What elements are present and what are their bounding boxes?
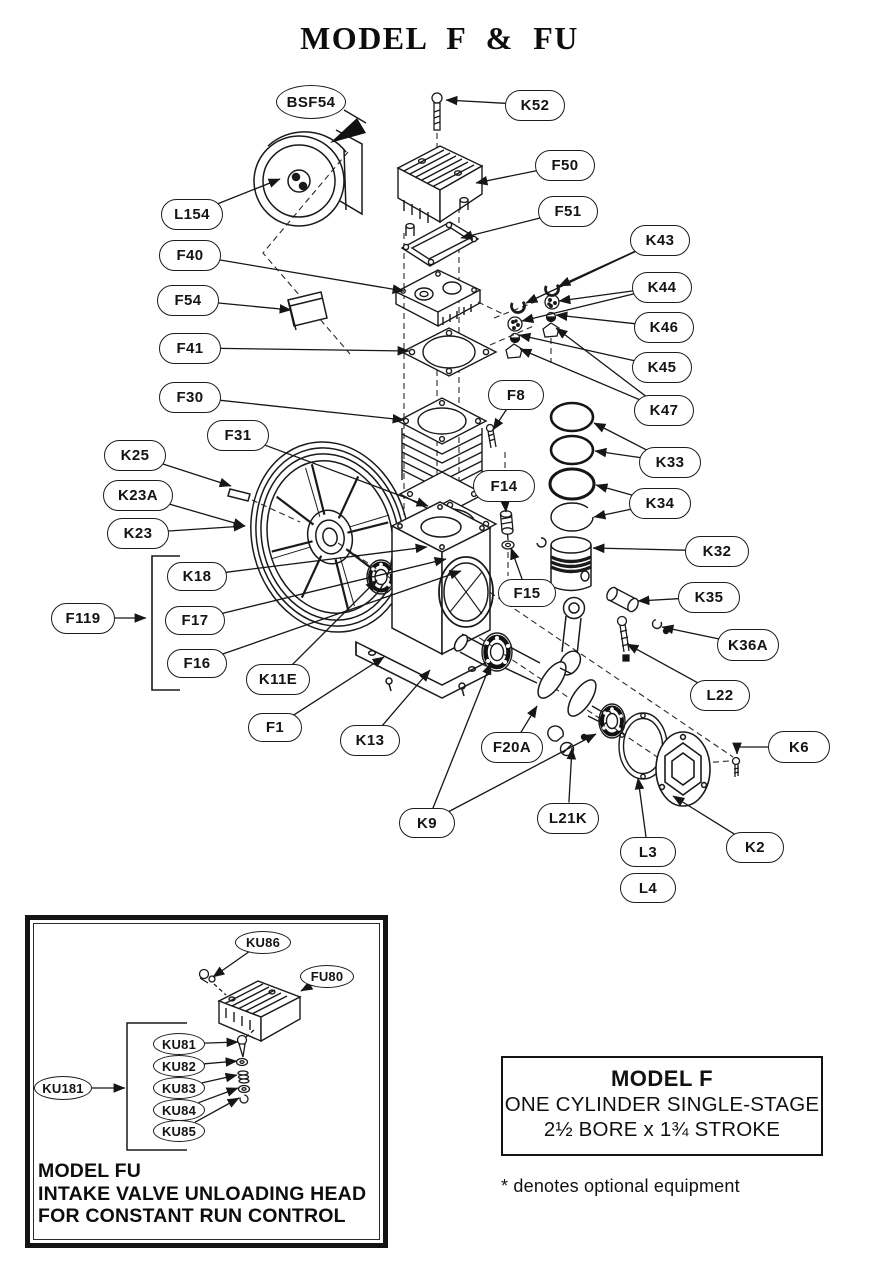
washer-k36a bbox=[651, 618, 670, 635]
valve-plate-f40 bbox=[394, 269, 482, 328]
cylinder-head-f50 bbox=[396, 145, 484, 236]
f119-bracket bbox=[151, 555, 180, 691]
model-f-spec-box: MODEL F ONE CYLINDER SINGLE-STAGE 2½ BOR… bbox=[501, 1056, 823, 1156]
optional-equipment-note: * denotes optional equipment bbox=[501, 1176, 740, 1196]
k6-leader bbox=[732, 742, 768, 755]
model-f-line2: 2½ BORE x 1¾ STROKE bbox=[543, 1118, 781, 1141]
model-f-title: MODEL F bbox=[610, 1066, 714, 1091]
flywheel-key-k25 bbox=[227, 488, 251, 502]
inset-caption-line: MODEL FU bbox=[38, 1160, 142, 1182]
inset-bracket bbox=[126, 1022, 187, 1151]
main-bearing-left bbox=[481, 632, 513, 672]
bolt-l22 bbox=[616, 615, 630, 662]
main-bearing-right bbox=[598, 703, 626, 739]
crankshaft bbox=[453, 633, 612, 726]
inset-fitting-ku86 bbox=[198, 968, 227, 996]
page-title: MODEL F & FU bbox=[300, 20, 579, 56]
model-fu-inset-box bbox=[25, 915, 388, 1248]
bolt-k6 bbox=[731, 756, 741, 777]
inset-caption-line: INTAKE VALVE UNLOADING HEAD bbox=[38, 1182, 367, 1205]
plate-gasket-f41 bbox=[400, 327, 498, 377]
inset-caption-line: FOR CONSTANT RUN CONTROL bbox=[38, 1205, 346, 1228]
flywheel bbox=[250, 441, 410, 633]
valve-f14-f15 bbox=[499, 510, 515, 550]
bolt-f8 bbox=[485, 423, 497, 449]
piston-rings bbox=[548, 401, 596, 532]
model-fu-caption: MODEL FU INTAKE VALVE UNLOADING HEAD FOR… bbox=[38, 1160, 383, 1228]
bearing-plate-k2 bbox=[655, 731, 711, 807]
head-bolt-k52 bbox=[431, 92, 443, 131]
air-cleaner bbox=[253, 129, 363, 227]
head-gasket-f51 bbox=[400, 221, 480, 267]
crankpin-parts-l21k bbox=[547, 725, 588, 757]
side-plate-f54 bbox=[287, 291, 328, 331]
crankcase-f1 bbox=[355, 501, 494, 699]
wrist-pin-k35 bbox=[606, 586, 639, 613]
bsf54-arrow bbox=[330, 109, 367, 143]
cylinder-f30 bbox=[396, 397, 488, 517]
model-f-line1: ONE CYLINDER SINGLE-STAGE bbox=[504, 1093, 820, 1116]
piston-k32 bbox=[536, 536, 592, 592]
inset-unloader-head-fu80 bbox=[217, 980, 302, 1043]
valve-parts-cluster bbox=[505, 281, 560, 359]
inset-valve-parts bbox=[235, 1029, 255, 1104]
